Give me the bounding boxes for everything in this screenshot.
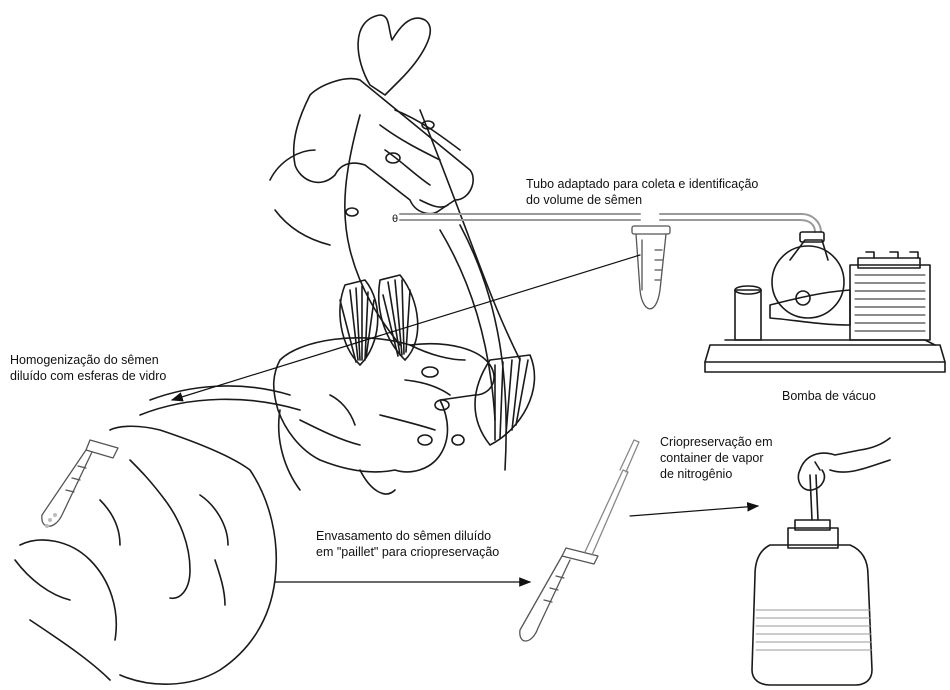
- pump-label: Bomba de vácuo: [782, 388, 876, 404]
- cryo-label: Criopreservação em container de vapor de…: [660, 434, 773, 482]
- homogenization-label-line-2: diluído com esferas de vidro: [10, 368, 166, 384]
- collection-tube-drawing: [632, 226, 670, 309]
- filling-label: Envasamento do sêmen diluído em "paillet…: [316, 528, 499, 560]
- homogenization-label: Homogenização do sêmen diluído com esfer…: [10, 352, 166, 384]
- homogenization-label-line-1: Homogenização do sêmen: [10, 352, 166, 368]
- cryo-label-line-3: de nitrogênio: [660, 466, 773, 482]
- svg-text:θ: θ: [392, 214, 398, 225]
- homogenization-hand-drawing: [15, 386, 300, 684]
- tube-label: Tubo adaptado para coleta e identificaçã…: [526, 176, 758, 208]
- cryo-label-line-1: Criopreservação em: [660, 434, 773, 450]
- tube-label-line-2: do volume de sêmen: [526, 192, 758, 208]
- arrow-filling-to-cryo: [630, 506, 758, 516]
- arrow-tube-to-homogenization: [172, 255, 640, 400]
- fish-handling-drawing: [270, 15, 534, 494]
- paillet-tube-drawing: [520, 440, 639, 641]
- tube-label-line-1: Tubo adaptado para coleta e identificaçã…: [526, 176, 758, 192]
- filling-label-line-2: em "paillet" para criopreservação: [316, 544, 499, 560]
- vacuum-pump-drawing: [705, 232, 945, 372]
- cryo-label-line-2: container de vapor: [660, 450, 773, 466]
- filling-label-line-1: Envasamento do sêmen diluído: [316, 528, 499, 544]
- nitrogen-container-drawing: [752, 438, 890, 685]
